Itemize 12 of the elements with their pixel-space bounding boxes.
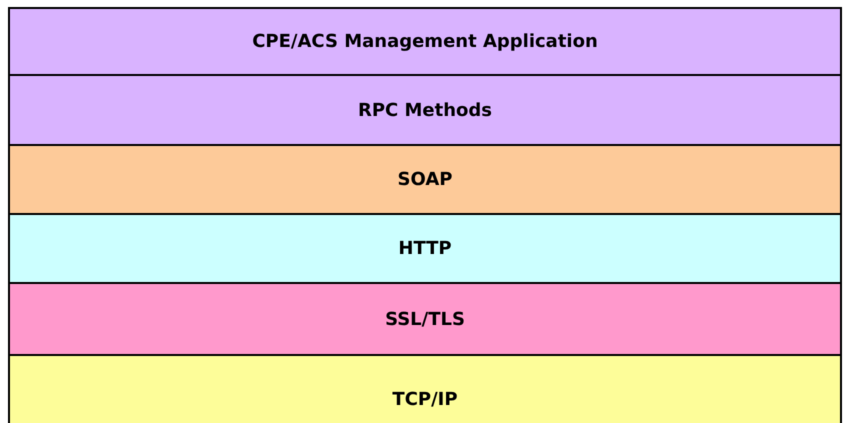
layer-label: SOAP	[398, 169, 452, 190]
layer-label: SSL/TLS	[385, 308, 465, 330]
layer-label: RPC Methods	[358, 100, 492, 120]
layer-label: CPE/ACS Management Application	[252, 31, 598, 52]
layer-label: TCP/IP	[392, 388, 458, 410]
layer-band	[8, 354, 842, 423]
layer-band	[8, 213, 842, 284]
layer-band	[8, 282, 842, 356]
layer-band	[8, 7, 842, 76]
layer-band	[8, 144, 842, 215]
layer-label: HTTP	[398, 238, 452, 259]
layer-band	[8, 74, 842, 146]
